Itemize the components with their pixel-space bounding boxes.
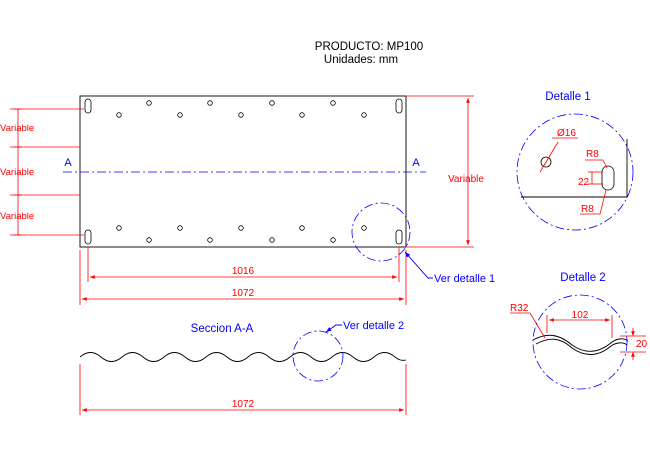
detail1-height: 22: [578, 177, 590, 188]
detail2-callout-circle: [292, 330, 344, 382]
detail2-profile-inner: [535, 338, 628, 355]
dim-1016: 1016: [232, 266, 255, 277]
product-title: PRODUCTO: MP100: [315, 41, 423, 53]
detail1-sheet-edge: [521, 139, 628, 198]
detail2-leader: [325, 324, 342, 333]
detail1-slot: [601, 165, 615, 191]
detail1-callout-circle: [351, 202, 411, 262]
dim-1016-lines: [87, 247, 400, 282]
left-dimensions: [10, 108, 84, 236]
detail2-circle: [532, 294, 628, 390]
detail1-dia: Ø16: [557, 128, 576, 139]
ver-detalle-1: Ver detalle 1: [434, 273, 495, 285]
dim-1072: 1072: [232, 288, 255, 299]
detail2-radius: R32: [510, 303, 529, 314]
detail2-depth: 20: [636, 339, 648, 350]
detail2-pitch: 102: [572, 310, 589, 321]
detail1-view: Detalle 1 Ø16 R8 22 R8: [516, 91, 634, 231]
units-label: Unidades: mm: [324, 54, 398, 66]
section-title: Seccion A-A: [191, 323, 254, 335]
slot-hole: [84, 98, 92, 114]
slot-hole: [84, 229, 92, 245]
section-view: Seccion A-A Ver detalle 2 1072: [79, 320, 407, 415]
detail2-view: Detalle 2 R32 102 20: [510, 272, 648, 390]
detail1-circle: [516, 113, 634, 231]
dim-left-variable-3: Variable: [0, 211, 34, 222]
slot-hole: [395, 98, 403, 114]
detail1-leader: [404, 251, 433, 279]
dim-1072-lines: [79, 250, 407, 305]
detail1-r-top: R8: [586, 149, 599, 160]
detail1-r-bottom: R8: [581, 204, 594, 215]
section-dim-1072: 1072: [232, 399, 255, 410]
detail1-title: Detalle 1: [545, 91, 590, 103]
section-mark-left: A: [64, 157, 72, 169]
slot-hole: [395, 229, 403, 245]
section-mark-right: A: [412, 157, 420, 169]
dim-left-variable-1: Variable: [0, 123, 34, 134]
sheet-outline: [79, 95, 407, 248]
corrugated-profile: [79, 352, 407, 362]
detail2-profile: [532, 334, 629, 352]
hole-row-top: [116, 100, 367, 118]
front-view: A A Variable Variable Variable Variable: [0, 95, 495, 305]
dim-left-variable-2: Variable: [0, 167, 34, 178]
right-dimension: [406, 95, 474, 248]
hole-row-bottom: [116, 225, 367, 243]
section-dim-lines: [79, 364, 407, 415]
ver-detalle-2: Ver detalle 2: [343, 320, 404, 332]
dim-right-variable: Variable: [448, 174, 484, 185]
detail2-title: Detalle 2: [560, 272, 605, 284]
